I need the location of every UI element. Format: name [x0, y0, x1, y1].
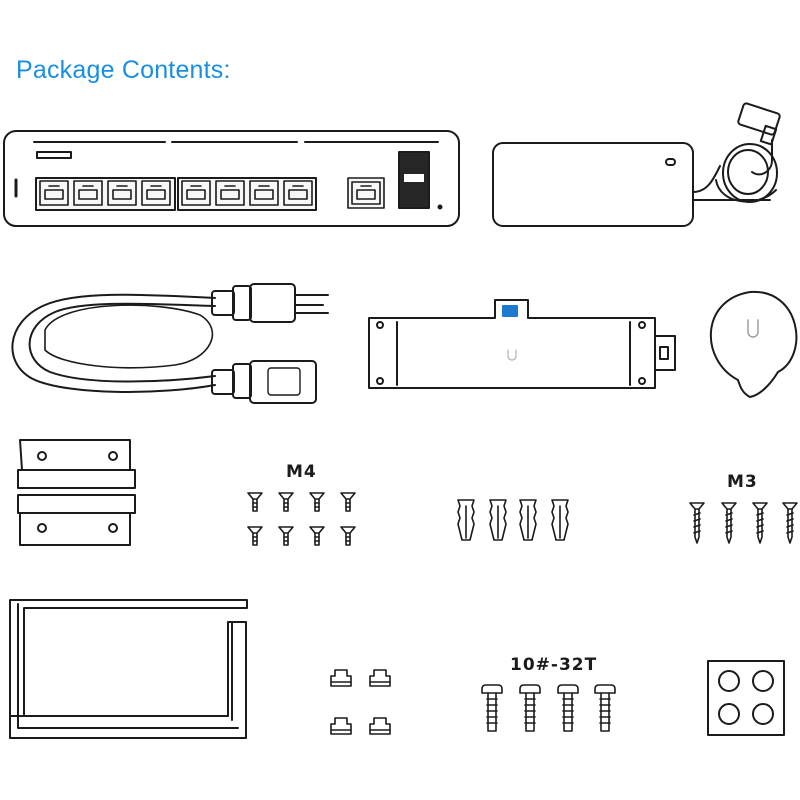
- rack-screws-10-32t: [482, 685, 615, 731]
- power-cord: [12, 284, 328, 403]
- label-m3-screws: M3: [727, 472, 758, 492]
- rj45-ports: [40, 178, 384, 208]
- switch-device: [4, 131, 459, 226]
- wall-anchors: [458, 500, 568, 540]
- power-adapter: [493, 103, 780, 226]
- cable-management-bracket: [10, 600, 247, 738]
- label-m4-screws: M4: [286, 462, 317, 482]
- label-10-32t-screws: 10#-32T: [510, 655, 598, 675]
- m3-screws: [690, 503, 797, 543]
- rack-brackets: [18, 440, 135, 545]
- m4-screws: [248, 493, 355, 545]
- round-mount-puck: [711, 292, 797, 397]
- small-clips: [331, 670, 390, 734]
- rubber-feet-sheet: [708, 661, 784, 735]
- page-title: Package Contents:: [16, 56, 231, 84]
- wall-mount-plate: [369, 300, 675, 388]
